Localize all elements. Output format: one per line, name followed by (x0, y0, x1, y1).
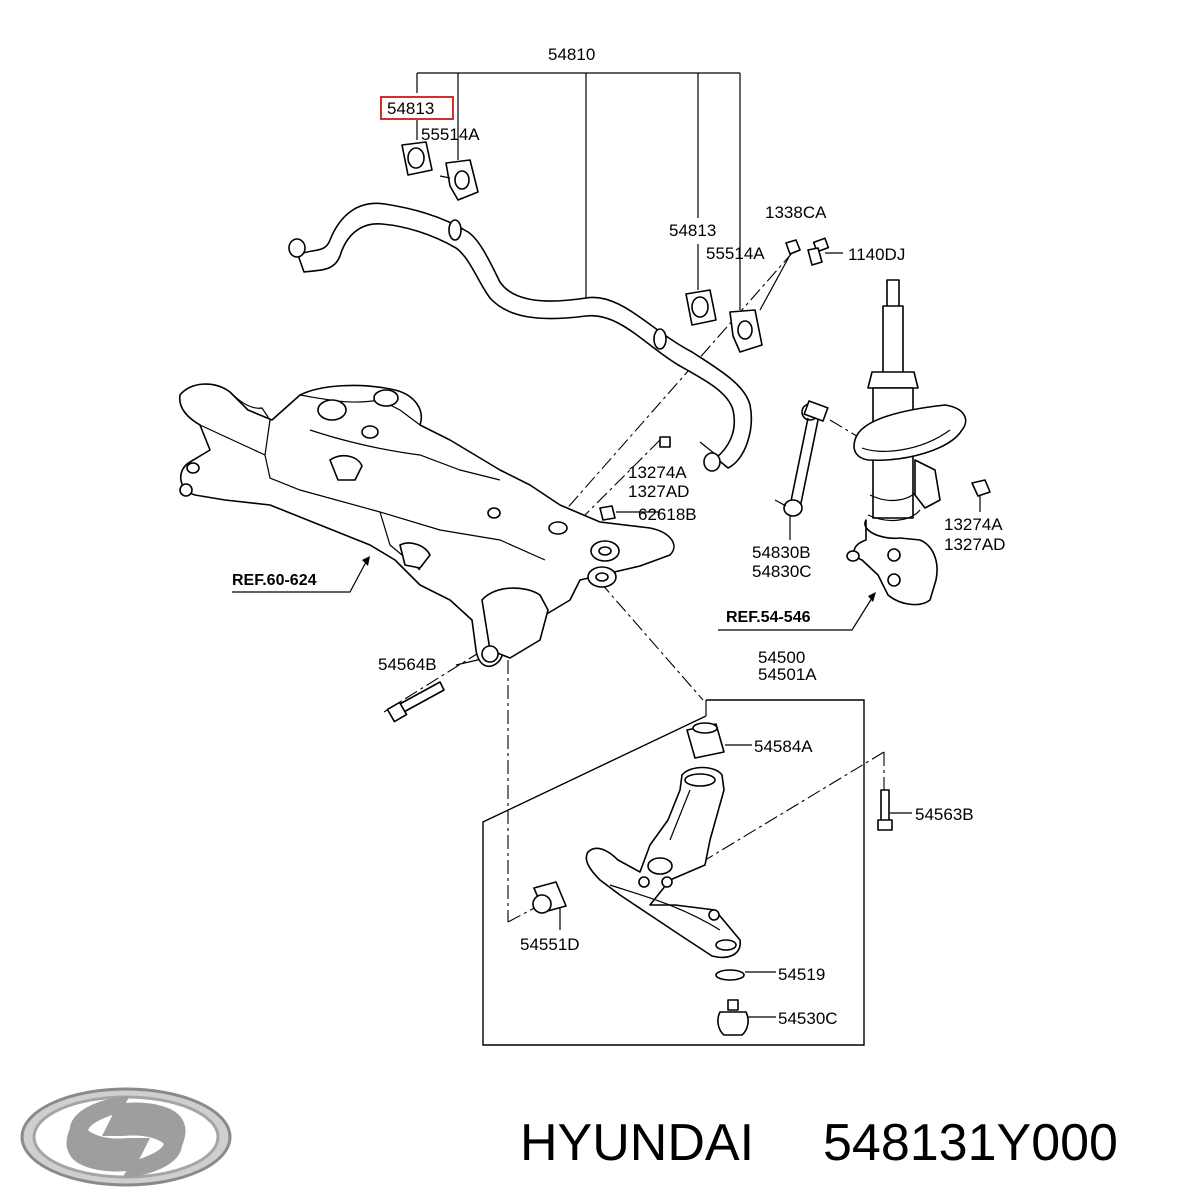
crossmember (178, 383, 675, 668)
callout-1140dj: 1140DJ (848, 245, 905, 264)
callout-54813-left: 54813 (387, 99, 434, 118)
lower-arm (585, 722, 741, 959)
bushing-left (401, 141, 433, 176)
bolt-top (807, 237, 830, 266)
callout-54830c: 54830C (752, 562, 812, 581)
callout-54501a: 54501A (758, 665, 817, 684)
bolt-left (386, 681, 445, 723)
callout-55514a-right: 55514A (706, 244, 765, 263)
hyundai-logo-icon (20, 1087, 232, 1187)
callout-13274a-right: 13274A (944, 515, 1003, 534)
bushing-front (532, 881, 567, 914)
callout-1327ad-right: 1327AD (944, 535, 1005, 554)
callout-54810: 54810 (548, 45, 595, 64)
callout-54530c: 54530C (778, 1009, 838, 1028)
stabilizer-bar (288, 202, 752, 469)
ball-joint (717, 999, 749, 1036)
callout-54563b: 54563B (915, 805, 974, 824)
highlight-box (380, 96, 454, 120)
callout-54551d: 54551D (520, 935, 580, 954)
part-number: 548131Y000 (823, 1114, 1118, 1172)
footer: HYUNDAI 548131Y000 (520, 1114, 1118, 1172)
nut-crossmember (599, 505, 616, 521)
callout-54584a: 54584A (754, 737, 813, 756)
clamp-left (439, 159, 479, 201)
callout-54519: 54519 (778, 965, 825, 984)
callout-54813-right: 54813 (669, 221, 716, 240)
clamp-right (729, 309, 763, 353)
callout-labels: 54810 54813 55514A 54813 55514A 1338CA 1… (232, 45, 1005, 1028)
strut-assembly (846, 279, 991, 606)
bolt-right (877, 789, 893, 831)
callout-54830b: 54830B (752, 543, 811, 562)
callout-55514a-left: 55514A (421, 125, 480, 144)
ref-crossmember: REF.60-624 (232, 572, 317, 589)
bushing-right (685, 289, 717, 326)
nut-top (785, 239, 801, 255)
callout-1338ca: 1338CA (765, 203, 827, 222)
brand-name: HYUNDAI (520, 1114, 754, 1172)
ring (715, 969, 745, 981)
ref-strut: REF.54-546 (726, 609, 811, 626)
callout-1327ad-mid: 1327AD (628, 482, 689, 501)
callout-54564b: 54564B (378, 655, 437, 674)
callout-13274a-mid: 13274A (628, 463, 687, 482)
callout-54500: 54500 (758, 648, 805, 667)
callout-62618b: 62618B (638, 505, 697, 524)
stabilizer-link (659, 400, 829, 517)
